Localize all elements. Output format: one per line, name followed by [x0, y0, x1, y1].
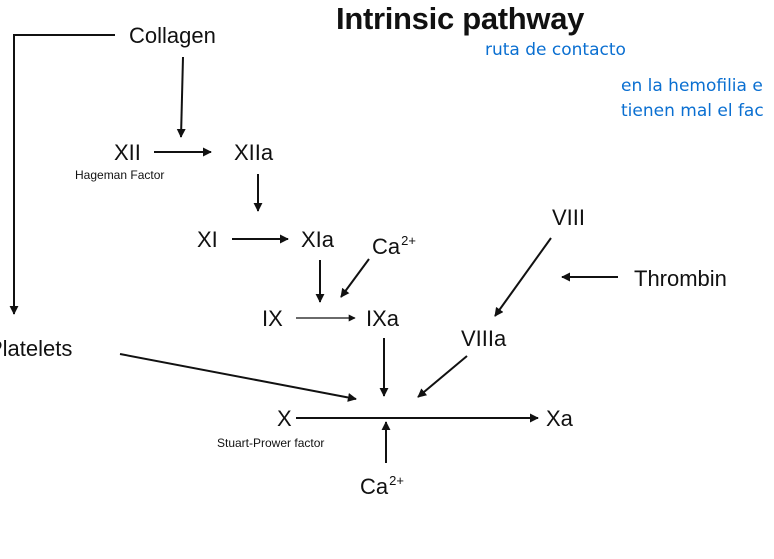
- platelets-to-x-arrow: [119, 353, 357, 402]
- calcium-top-label: Ca2+: [372, 234, 416, 258]
- factor-xii-label: XII: [114, 140, 141, 165]
- page-title: Intrinsic pathway: [336, 1, 585, 36]
- calcium-bottom-charge: 2+: [389, 473, 404, 488]
- factor-xa-label: Xa: [546, 406, 573, 431]
- annotation-hemophilia-line1: en la hemofilia e: [621, 76, 763, 96]
- viii-to-viiia-arrow: [494, 237, 552, 317]
- collagen-label: Collagen: [129, 23, 216, 48]
- factor-x-label: X: [277, 406, 292, 431]
- annotation-hemophilia-line2: tienen mal el fac: [621, 101, 764, 121]
- collagen-to-xii-arrow: [176, 56, 186, 138]
- stuart-prower-factor-label: Stuart-Prower factor: [217, 436, 325, 450]
- factor-xiia-label: XIIa: [234, 140, 274, 165]
- annotation-contact-route: ruta de contacto: [485, 40, 626, 60]
- calcium-top-base: Ca: [372, 234, 401, 259]
- factor-ixa-label: IXa: [366, 306, 400, 331]
- factor-viii-label: VIII: [552, 205, 586, 230]
- ca-top-to-ixa-arrow: [340, 258, 370, 298]
- factor-ix-label: IX: [262, 306, 283, 331]
- platelets-label: Platelets: [0, 336, 73, 361]
- calcium-bottom-base: Ca: [360, 474, 389, 499]
- hageman-factor-label: Hageman Factor: [75, 168, 165, 182]
- calcium-bottom-label: Ca2+: [360, 474, 404, 498]
- factor-xi-label: XI: [197, 227, 218, 252]
- factor-viiia-label: VIIIa: [461, 326, 507, 351]
- calcium-top-charge: 2+: [401, 233, 416, 248]
- viiia-to-x-arrow: [417, 355, 468, 398]
- collagen-to-platelets-arrow: [9, 34, 115, 315]
- factor-xia-label: XIa: [301, 227, 335, 252]
- thrombin-label: Thrombin: [634, 266, 727, 291]
